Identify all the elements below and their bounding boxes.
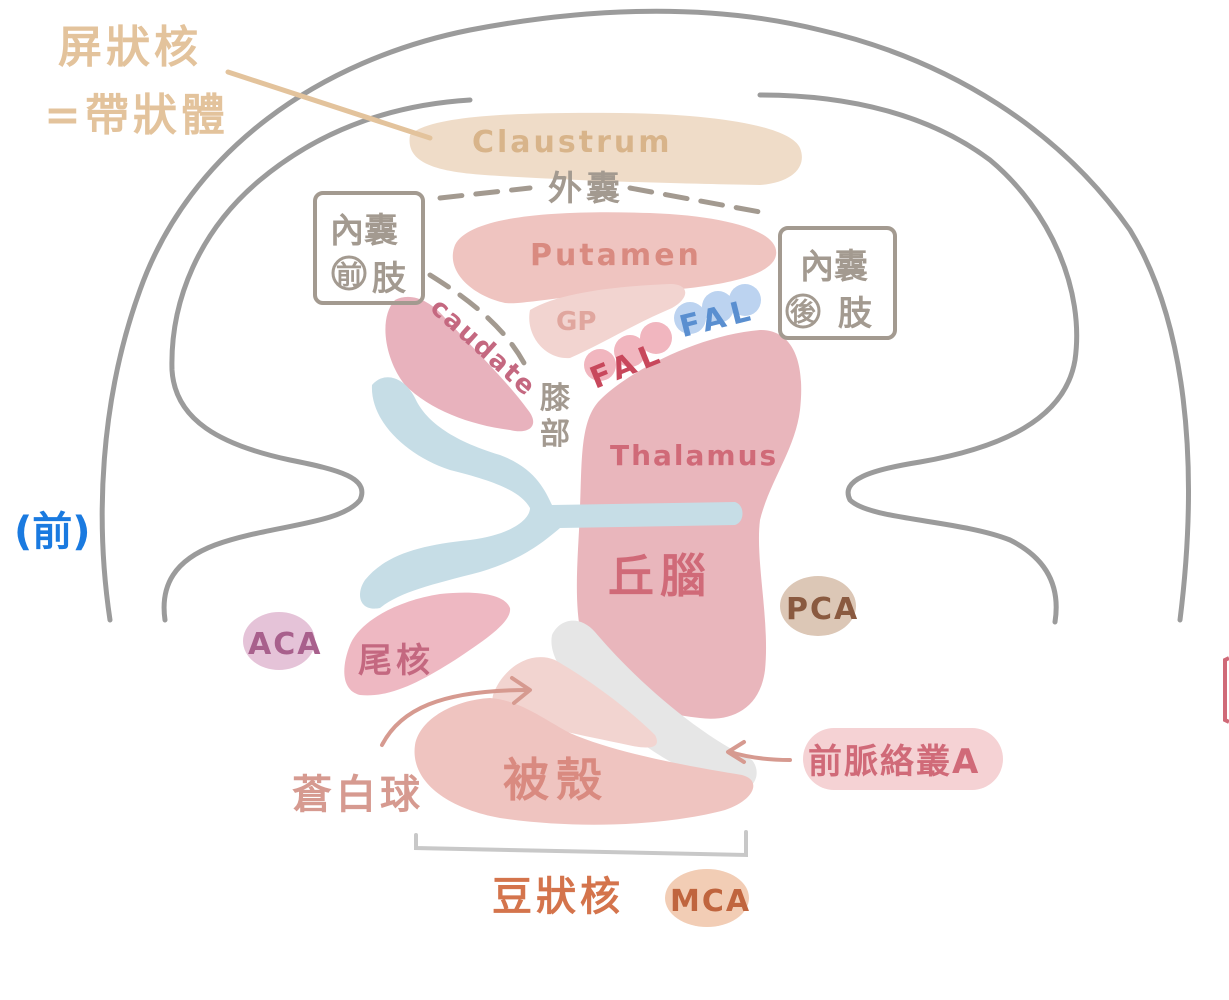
claustrum-pointer-line <box>225 69 433 141</box>
internal-capsule-posterior-box <box>778 226 897 340</box>
external-capsule-dashes-left <box>437 185 533 201</box>
thalamus-label: Thalamus <box>610 439 778 472</box>
cortex-inner-outline-left <box>161 97 473 623</box>
internal-capsule-posterior-circle <box>785 293 821 329</box>
claustrum-shape <box>409 112 802 185</box>
internal-capsule-anterior-circle-text: 前 <box>336 260 362 291</box>
external-capsule-dashes-right <box>627 185 763 215</box>
putamen-lower-shape <box>414 698 754 825</box>
internal-capsule-anterior-bottom: 肢 <box>372 259 407 299</box>
anterior-choroidal-badge <box>803 728 1003 790</box>
external-capsule-label: 外囊 <box>548 169 624 209</box>
gp-label: GP <box>556 307 596 337</box>
putamen-shape <box>452 212 777 304</box>
caudate-shape <box>385 296 534 432</box>
aca-badge <box>243 612 315 670</box>
pca-label: PCA <box>786 592 859 627</box>
genu-label-1: 膝 <box>540 381 571 416</box>
internal-capsule-anterior-circle <box>331 255 367 291</box>
anterior-choroidal-label: 前脈絡叢A <box>808 742 980 782</box>
globus-pallidus-lower-shape <box>492 657 657 748</box>
lentiform-bracket <box>414 830 748 858</box>
lateral-ventricle-shape <box>360 377 743 609</box>
putamen-cn-label: 殼 <box>556 753 603 807</box>
fal-red-group <box>584 322 672 381</box>
edge-mark <box>1223 656 1229 724</box>
lentiform-label: 豆狀核 <box>492 874 624 920</box>
putamen-label: Putamen <box>530 238 702 273</box>
globus-pallidus-top-shape <box>529 284 686 359</box>
mca-label: MCA <box>670 884 751 919</box>
internal-capsule-anterior-dashes <box>427 272 533 378</box>
fal-blue-group <box>674 284 761 334</box>
internal-capsule-posterior-bottom: 肢 <box>838 294 873 334</box>
caudate-tail-shape <box>344 592 511 696</box>
internal-capsule-posterior-top: 內囊 <box>800 247 868 287</box>
claustrum-note-line1: 屏狀核 <box>58 22 202 73</box>
claustrum-note-line2: =帶狀體 <box>44 90 229 141</box>
internal-capsule-posterior-circle-text: 後 <box>790 297 817 328</box>
aca-label: ACA <box>248 627 322 662</box>
globus-pallidus-cn-label: 蒼白球 <box>292 772 424 818</box>
genu-label-2: 部 <box>540 417 570 452</box>
caudate-tail-cn-label: 尾核 <box>358 641 434 681</box>
pca-badge <box>780 576 856 636</box>
globus-pallidus-arrow-line <box>380 688 530 747</box>
claustrum-label: Claustrum <box>472 125 673 160</box>
brain-outer-outline <box>99 8 1191 623</box>
globus-pallidus-arrow-head <box>510 676 532 705</box>
putamen-cn-prefix: 被 <box>503 753 549 807</box>
anterior-label: (前) <box>14 509 91 555</box>
choroidal-arrow-line <box>728 750 792 762</box>
mca-badge <box>665 869 749 927</box>
posterior-limb-band-shape <box>551 620 757 790</box>
cortex-inner-outline-right <box>757 92 1080 625</box>
internal-capsule-anterior-top: 內囊 <box>330 211 398 251</box>
thalamus-cn-label: 丘腦 <box>608 549 712 603</box>
choroidal-arrow-head <box>726 740 746 764</box>
internal-capsule-anterior-box <box>313 191 425 305</box>
